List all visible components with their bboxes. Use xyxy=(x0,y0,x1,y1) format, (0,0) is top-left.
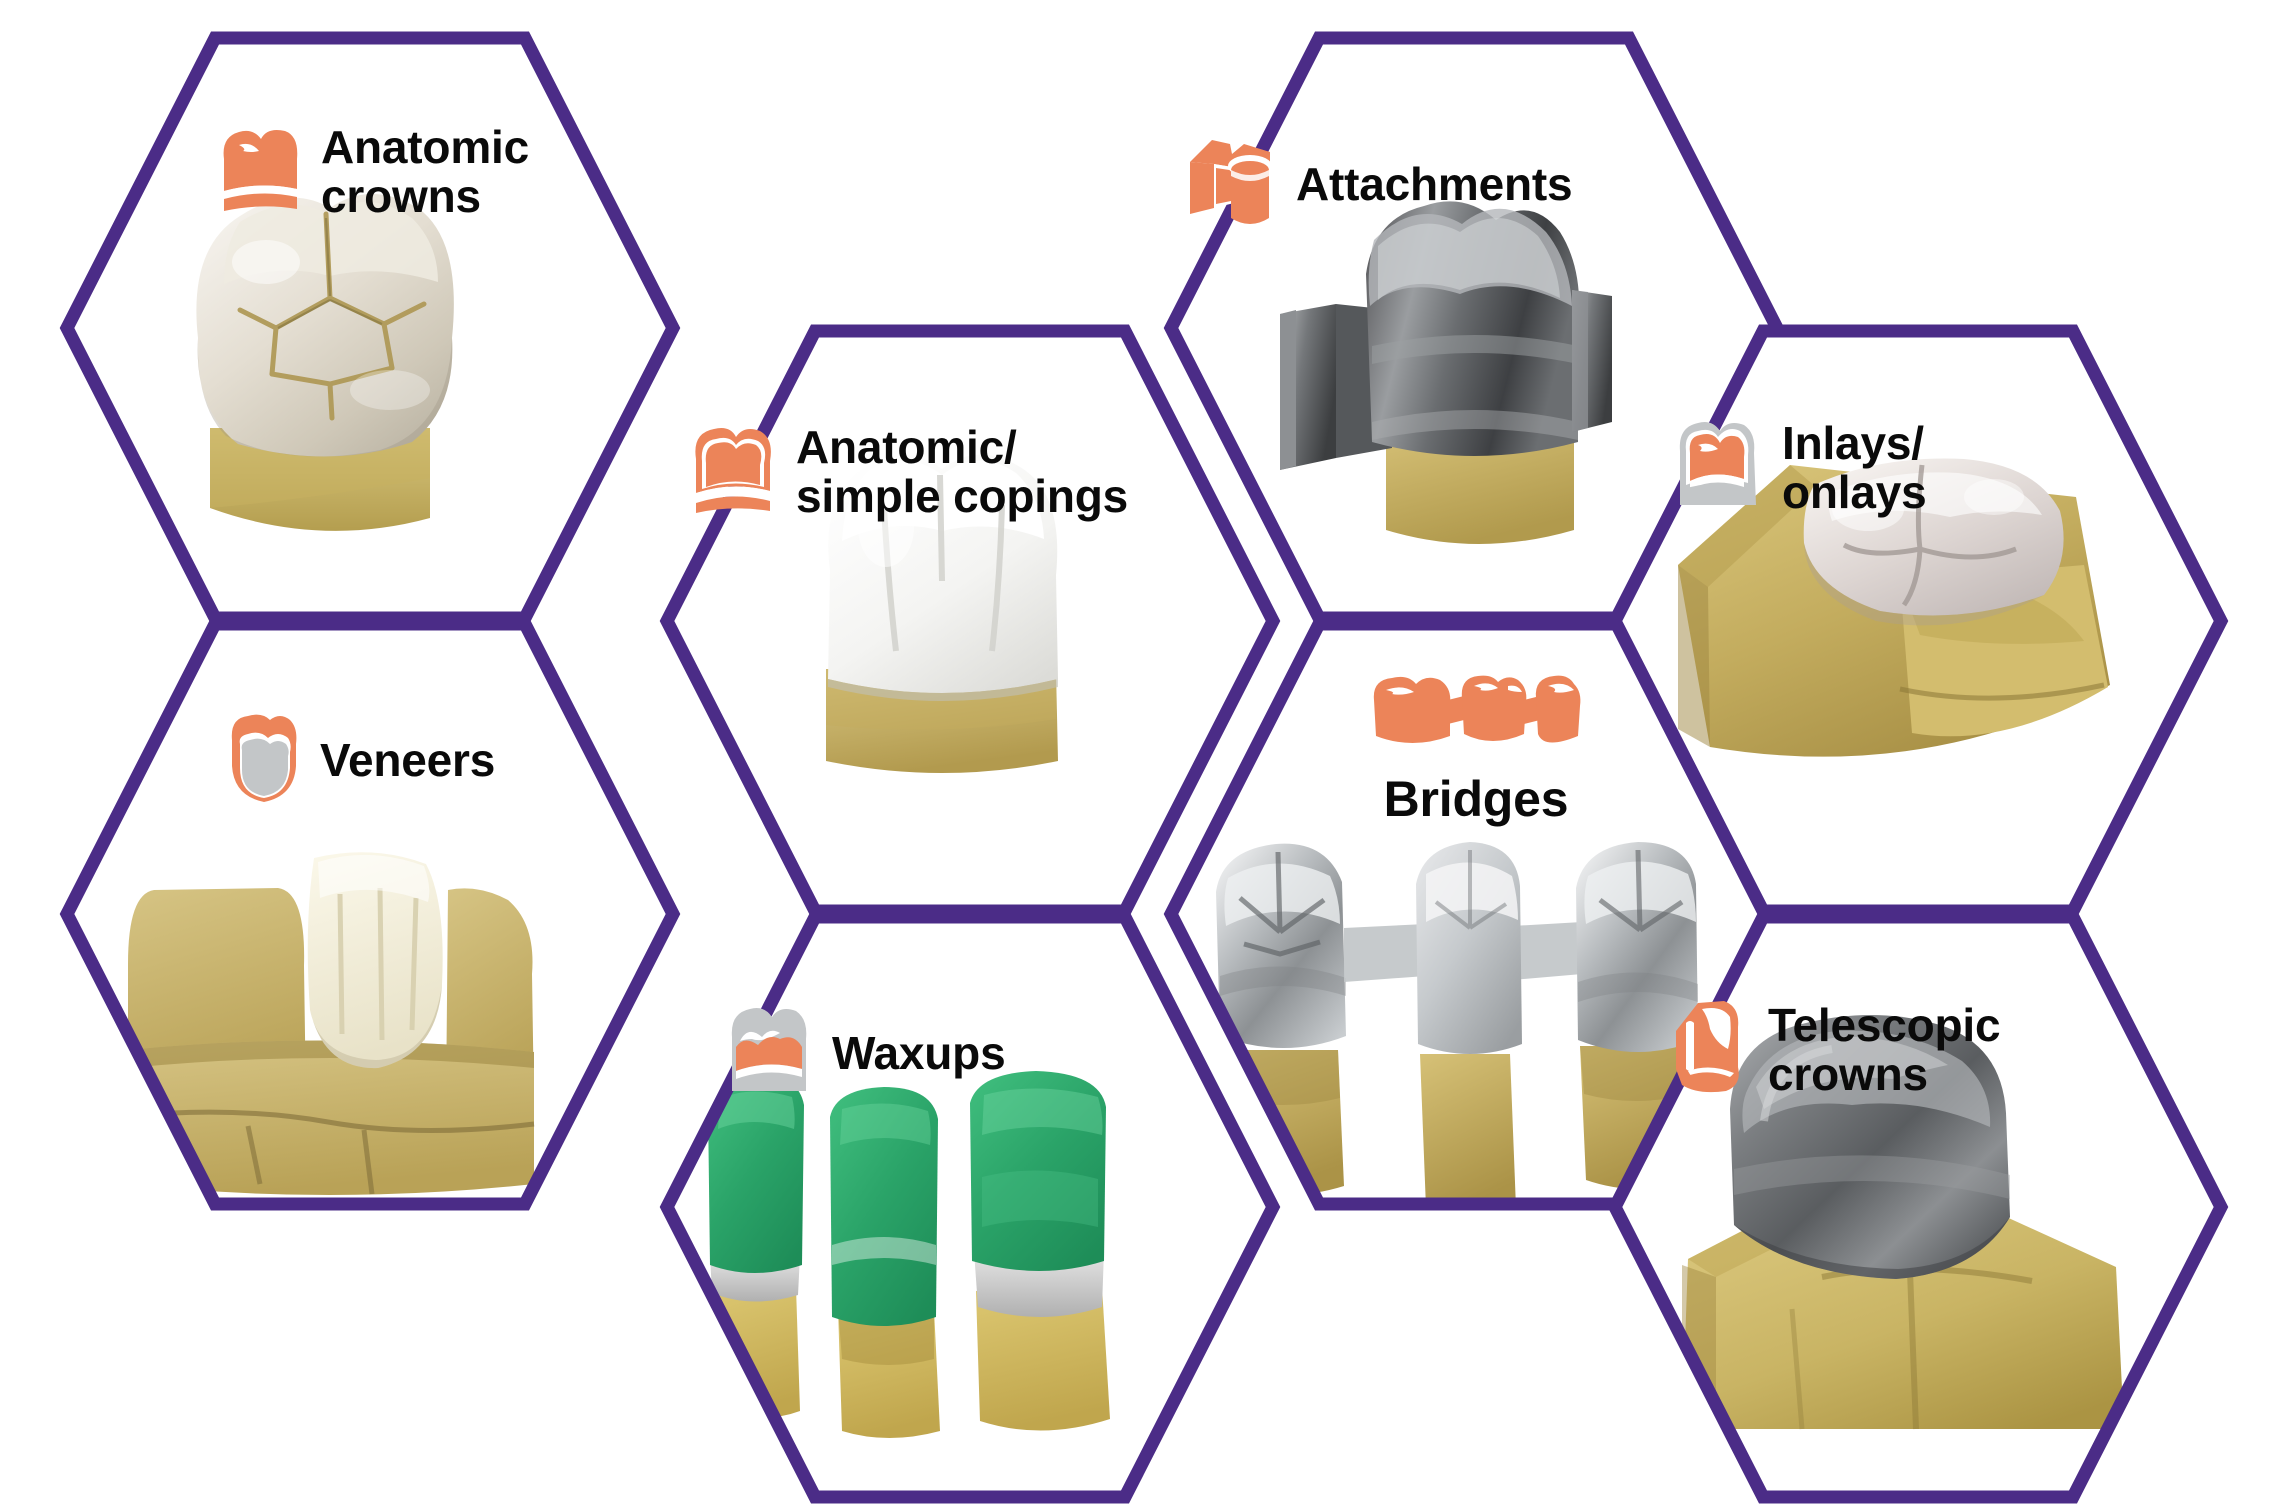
cell-label-anatomic-crowns: Anatomic crowns xyxy=(215,123,529,221)
telescopic-crown-icon xyxy=(1668,997,1750,1102)
hex-cell-veneers[interactable]: Veneers xyxy=(59,614,681,1214)
cell-label-waxups: Waxups xyxy=(722,1003,1006,1104)
hex-cell-telescopic-crowns[interactable]: Telescopic crowns xyxy=(1607,907,2229,1507)
cell-label-telescopic-crowns: Telescopic crowns xyxy=(1668,997,2001,1102)
cell-label-text: Attachments xyxy=(1296,158,1573,211)
hex-cell-anatomic-simple-copings[interactable]: Anatomic/ simple copings xyxy=(659,321,1281,921)
cell-label-inlays-onlays: Inlays/ onlays xyxy=(1670,417,1927,518)
cell-label-text: Waxups xyxy=(832,1027,1006,1080)
cell-label-text: Telescopic crowns xyxy=(1768,998,2001,1100)
veneer-icon xyxy=(222,710,302,811)
inlay-onlay-icon xyxy=(1670,417,1764,518)
hexagon-outline xyxy=(59,617,681,1211)
hexagon-outline xyxy=(1607,324,2229,918)
waxup-icon xyxy=(722,1003,814,1104)
anatomic-crown-icon xyxy=(215,123,303,220)
hex-cell-bridges[interactable]: Bridges xyxy=(1163,614,1785,1214)
cell-label-text: Inlays/ onlays xyxy=(1782,416,1927,518)
cell-label-text: Anatomic/ simple copings xyxy=(796,420,1129,522)
cell-label-text: Bridges xyxy=(1383,771,1569,827)
hex-cell-attachments[interactable]: Attachments xyxy=(1163,28,1785,628)
bridge-three-unit-icon xyxy=(1368,674,1584,763)
hex-cell-inlays-onlays[interactable]: Inlays/ onlays xyxy=(1607,321,2229,921)
cell-label-attachments: Attachments xyxy=(1182,130,1573,239)
infographic-canvas: Anatomic crowns xyxy=(59,28,2229,1504)
anatomic-coping-icon xyxy=(686,421,778,522)
cell-label-anatomic-simple-copings: Anatomic/ simple copings xyxy=(686,421,1128,522)
cell-label-text: Veneers xyxy=(320,734,496,787)
cell-label-veneers: Veneers xyxy=(222,710,495,811)
hex-cell-anatomic-crowns[interactable]: Anatomic crowns xyxy=(59,28,681,628)
hexagon-outline xyxy=(59,31,681,625)
cell-label-bridges: Bridges xyxy=(1256,674,1696,826)
attachment-cylinder-icon xyxy=(1182,130,1278,239)
cell-label-text: Anatomic crowns xyxy=(321,121,529,222)
